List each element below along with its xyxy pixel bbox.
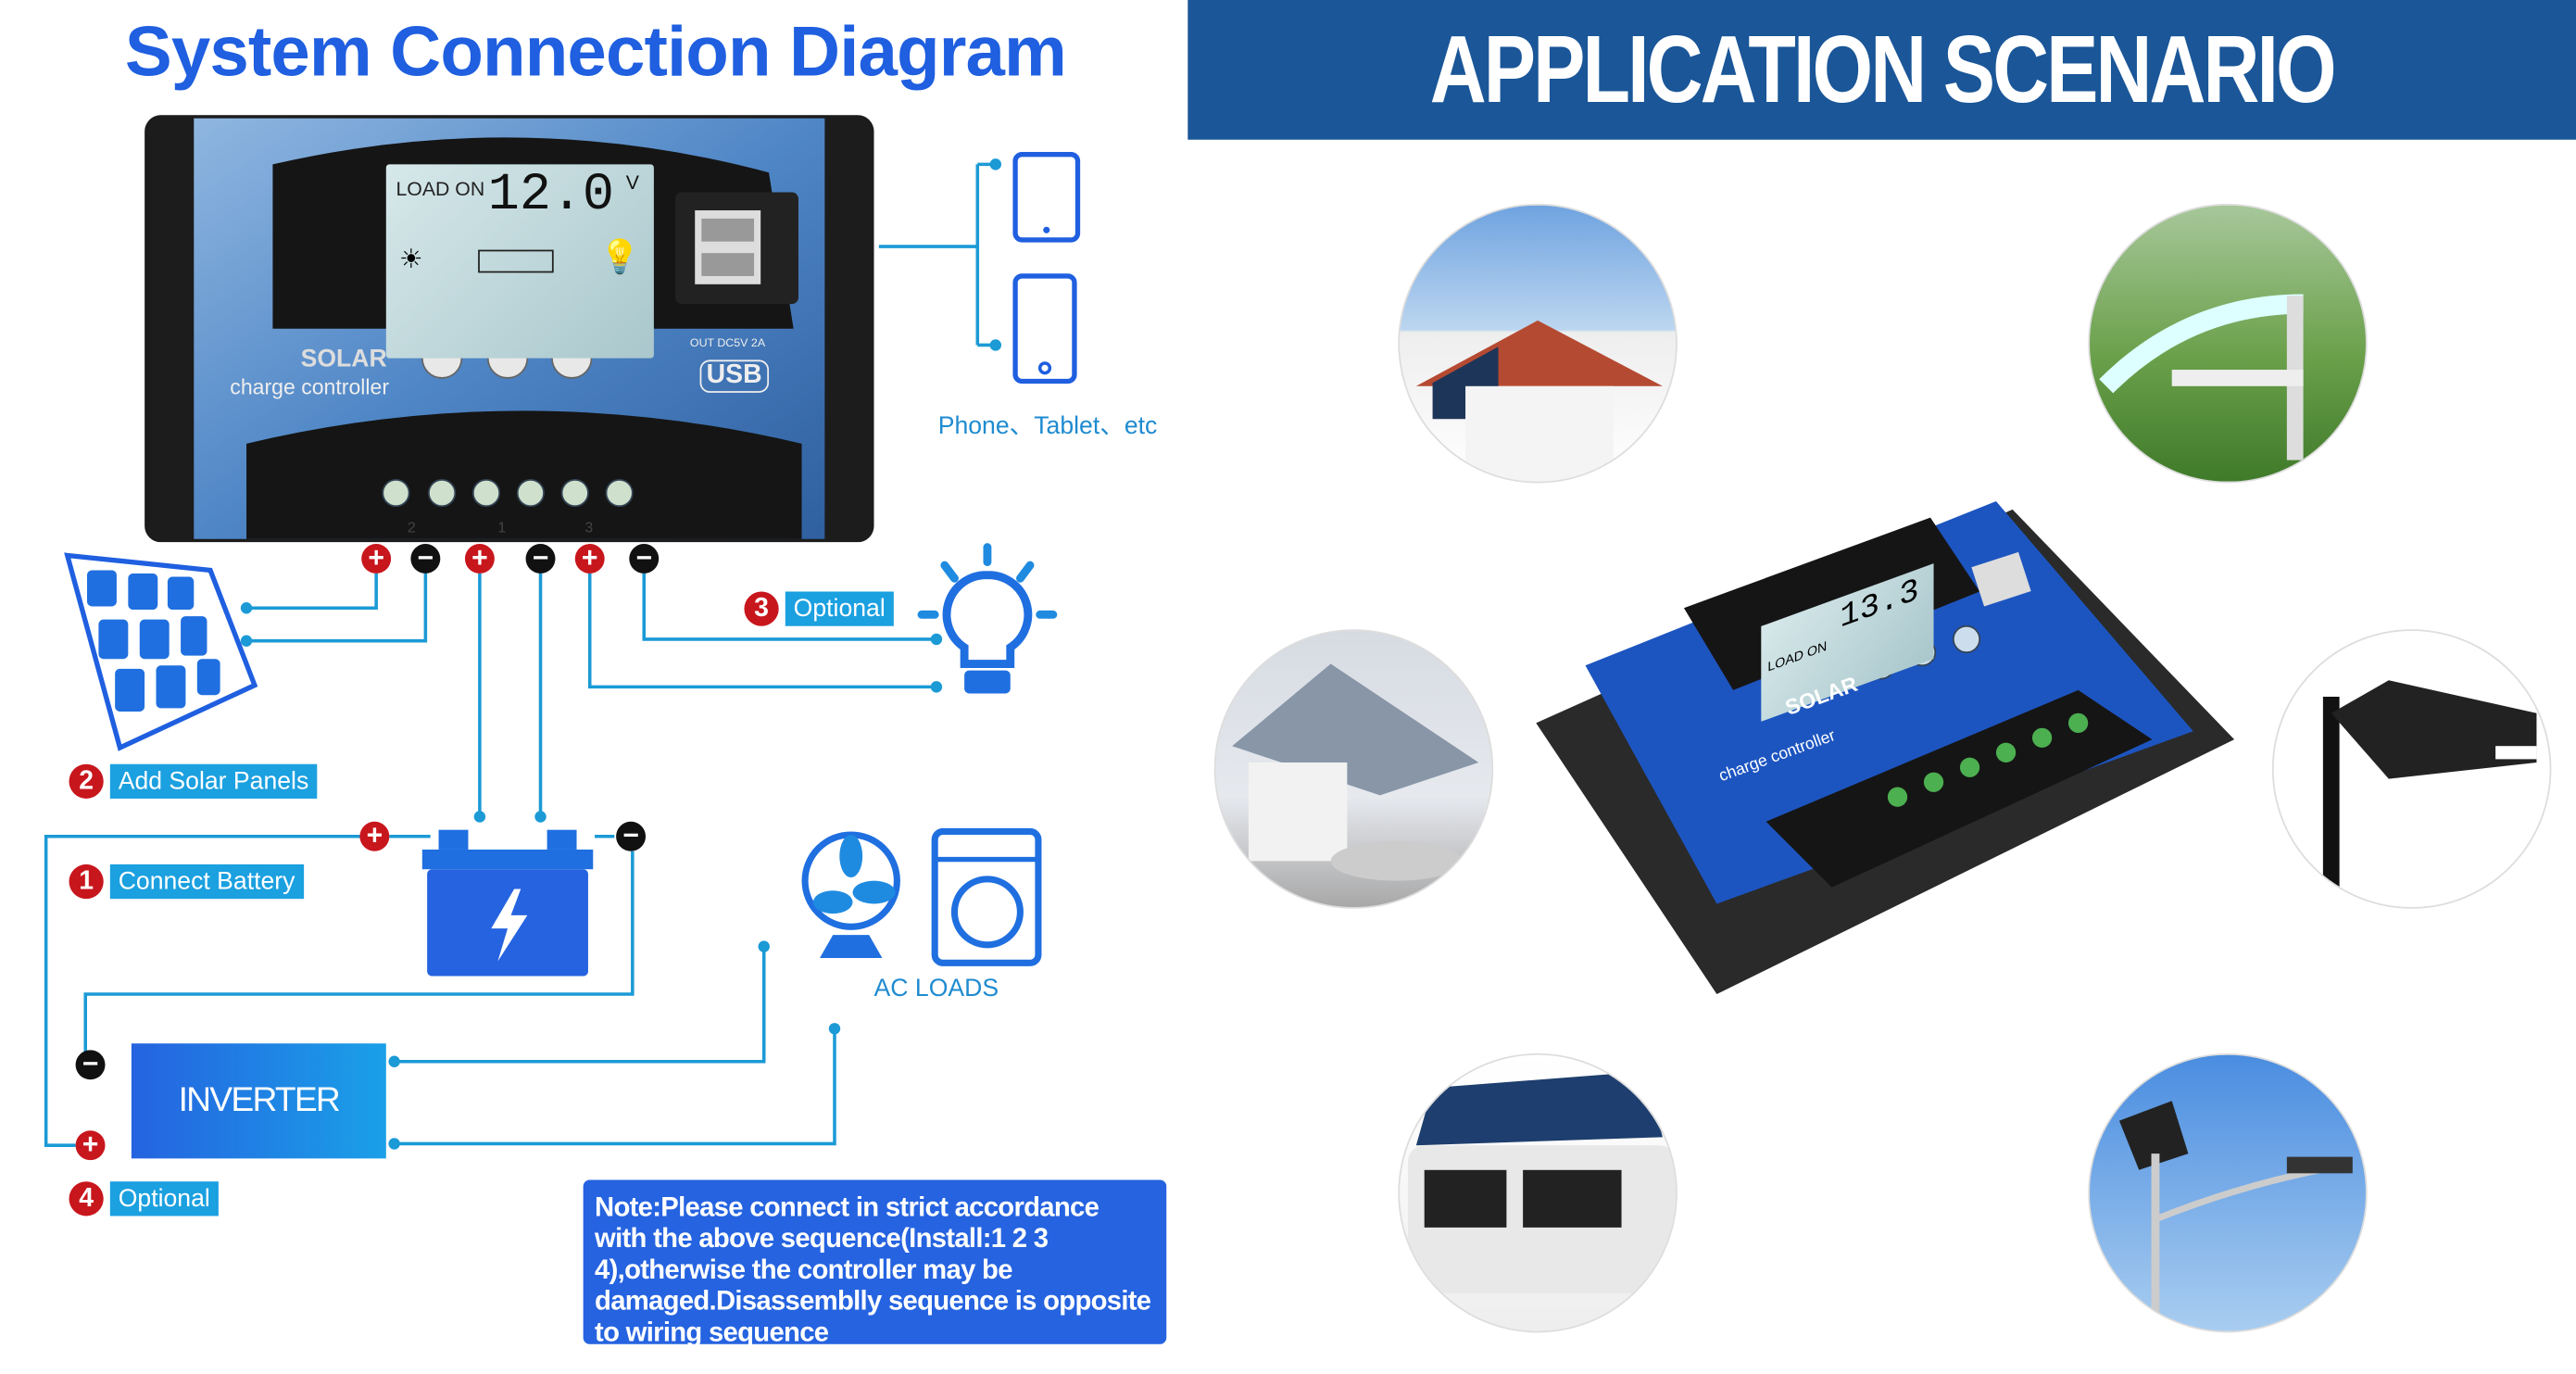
- battery-minus-sign: −: [616, 822, 647, 851]
- battery-plus-sign: +: [359, 822, 390, 851]
- load-minus-terminal: −: [629, 544, 660, 574]
- inverter-label: INVERTER: [178, 1081, 341, 1119]
- terminal-number: 3: [584, 519, 594, 536]
- load-plus-terminal: +: [574, 544, 605, 574]
- battery-minus-terminal: −: [525, 544, 556, 574]
- inverter-box: INVERTER: [131, 1043, 386, 1159]
- step-label: Optional: [785, 591, 894, 626]
- battery-plus-terminal: +: [464, 544, 495, 574]
- scenario-house-rooftop-solar: [1398, 203, 1678, 484]
- carport-image: [1232, 663, 1479, 881]
- brand-subtitle: charge controller: [230, 374, 390, 399]
- usb-spec: OUT DC5V 2A: [689, 338, 766, 350]
- lcd-screen: LOAD ON 12.0 V ☀ 💡: [385, 164, 654, 359]
- step-label: Connect Battery: [109, 863, 304, 900]
- bulb-icon: 💡: [599, 239, 641, 276]
- battery-icon: [421, 829, 594, 977]
- brand-label: SOLAR: [300, 345, 387, 373]
- light-bulb-icon: [917, 543, 1058, 694]
- wiring-lines: [44, 158, 1002, 1150]
- tablet-phone-icons: [1012, 152, 1081, 384]
- ac-loads-label: AC LOADS: [873, 974, 999, 1002]
- diagram-title: System Connection Diagram: [124, 13, 1067, 93]
- wiring-note: Note:Please connect in strict accordance…: [583, 1179, 1167, 1347]
- step-number: 3: [744, 591, 779, 626]
- step-number: 2: [69, 763, 104, 799]
- charge-controller: LOAD ON 12.0 V ☀ 💡 SOLAR charge controll…: [145, 115, 874, 543]
- usb-label: USB: [699, 359, 769, 393]
- van-solar-image: [1407, 1071, 1677, 1293]
- lcd-unit: V: [625, 170, 639, 195]
- product-photo: LOAD ON 13.3 SOLAR charge controller: [1536, 493, 2243, 1002]
- step-label: Add Solar Panels: [109, 763, 318, 799]
- inverter-minus-sign: −: [75, 1050, 106, 1080]
- product-controller-body: [1536, 500, 2235, 995]
- street-lamp-image: [2322, 680, 2537, 908]
- solar-street-light-image: [2118, 1101, 2353, 1331]
- scenario-solar-street-light: [2088, 1053, 2368, 1333]
- water-pump-image: [2099, 294, 2304, 460]
- house-solar-image: [1415, 320, 1663, 482]
- solar-minus-terminal: −: [410, 544, 441, 574]
- terminal-number: 1: [497, 519, 507, 536]
- scenario-water-pump: [2088, 203, 2368, 484]
- solar-panel-icon: [64, 552, 258, 751]
- solar-plus-terminal: +: [361, 544, 392, 574]
- step-label: Optional: [109, 1181, 219, 1216]
- application-header-text: APPLICATION SCENARIO: [1429, 16, 2337, 124]
- step-number: 1: [69, 863, 104, 900]
- application-header: APPLICATION SCENARIO: [1187, 0, 2576, 140]
- inverter-plus-sign: +: [75, 1130, 106, 1161]
- sun-icon: ☀: [398, 246, 423, 275]
- product-lcd-status: LOAD ON: [1767, 638, 1828, 675]
- battery-level-icon: [478, 249, 554, 273]
- step-number: 4: [69, 1181, 104, 1216]
- lcd-status: LOAD ON: [396, 177, 485, 201]
- scenario-van-rooftop-solar: [1398, 1053, 1678, 1333]
- devices-caption: Phone、Tablet、etc: [937, 412, 1158, 441]
- scenario-carport-solar: [1213, 629, 1494, 909]
- scenario-street-lamp-close: [2271, 629, 2552, 909]
- terminal-number: 2: [407, 519, 416, 536]
- lcd-voltage: 12.0: [487, 164, 614, 225]
- ac-loads-icons: [801, 827, 1042, 966]
